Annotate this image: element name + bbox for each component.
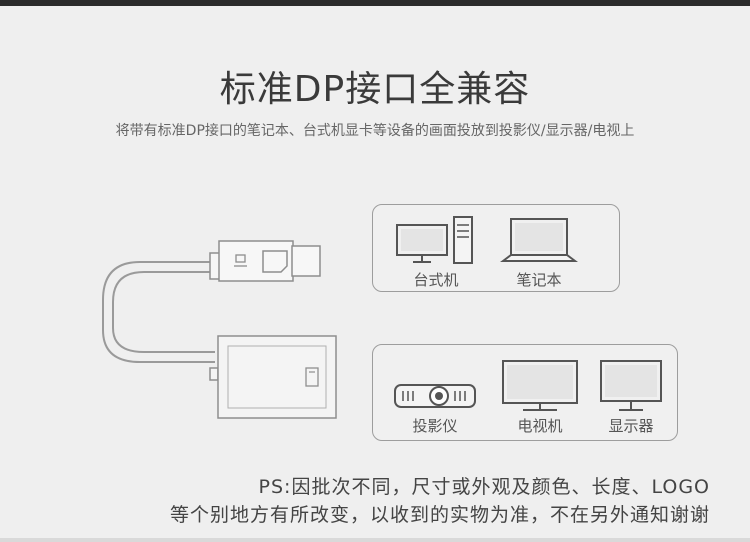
device-label: 台式机 (413, 271, 459, 289)
adapter-body-icon (209, 335, 337, 419)
source-devices-card: 台式机 笔记本 (372, 204, 620, 292)
top-bar (0, 0, 750, 6)
device-desktop: 台式机 (391, 215, 481, 289)
device-projector: 投影仪 (385, 357, 485, 437)
page-subtitle: 将带有标准DP接口的笔记本、台式机显卡等设备的画面投放到投影仪/显示器/电视上 (115, 123, 635, 139)
laptop-icon (500, 218, 578, 262)
display-devices-card: 投影仪 电视机 显示器 (372, 344, 678, 441)
cable-line (102, 261, 218, 363)
device-monitor: 显示器 (595, 357, 667, 437)
device-label: 显示器 (608, 417, 654, 435)
device-label: 笔记本 (516, 271, 562, 289)
device-laptop: 笔记本 (497, 215, 581, 289)
dp-connector-icon (209, 240, 321, 282)
page-title: 标准DP接口全兼容 (219, 69, 531, 110)
disclaimer-line-2: 等个别地方有所改变，以收到的实物为准，不在另外通知谢谢 (169, 504, 710, 526)
tv-icon (502, 360, 578, 411)
disclaimer-line-1: PS:因批次不同，尺寸或外观及颜色、长度、LOGO (258, 476, 710, 498)
device-tv: 电视机 (495, 357, 585, 437)
bottom-bar (0, 538, 750, 542)
device-label: 投影仪 (412, 417, 458, 435)
projector-icon (394, 384, 476, 408)
device-label: 电视机 (517, 417, 563, 435)
desktop-computer-icon (396, 216, 473, 264)
monitor-icon (600, 360, 662, 411)
cable-line-inner (112, 271, 218, 353)
